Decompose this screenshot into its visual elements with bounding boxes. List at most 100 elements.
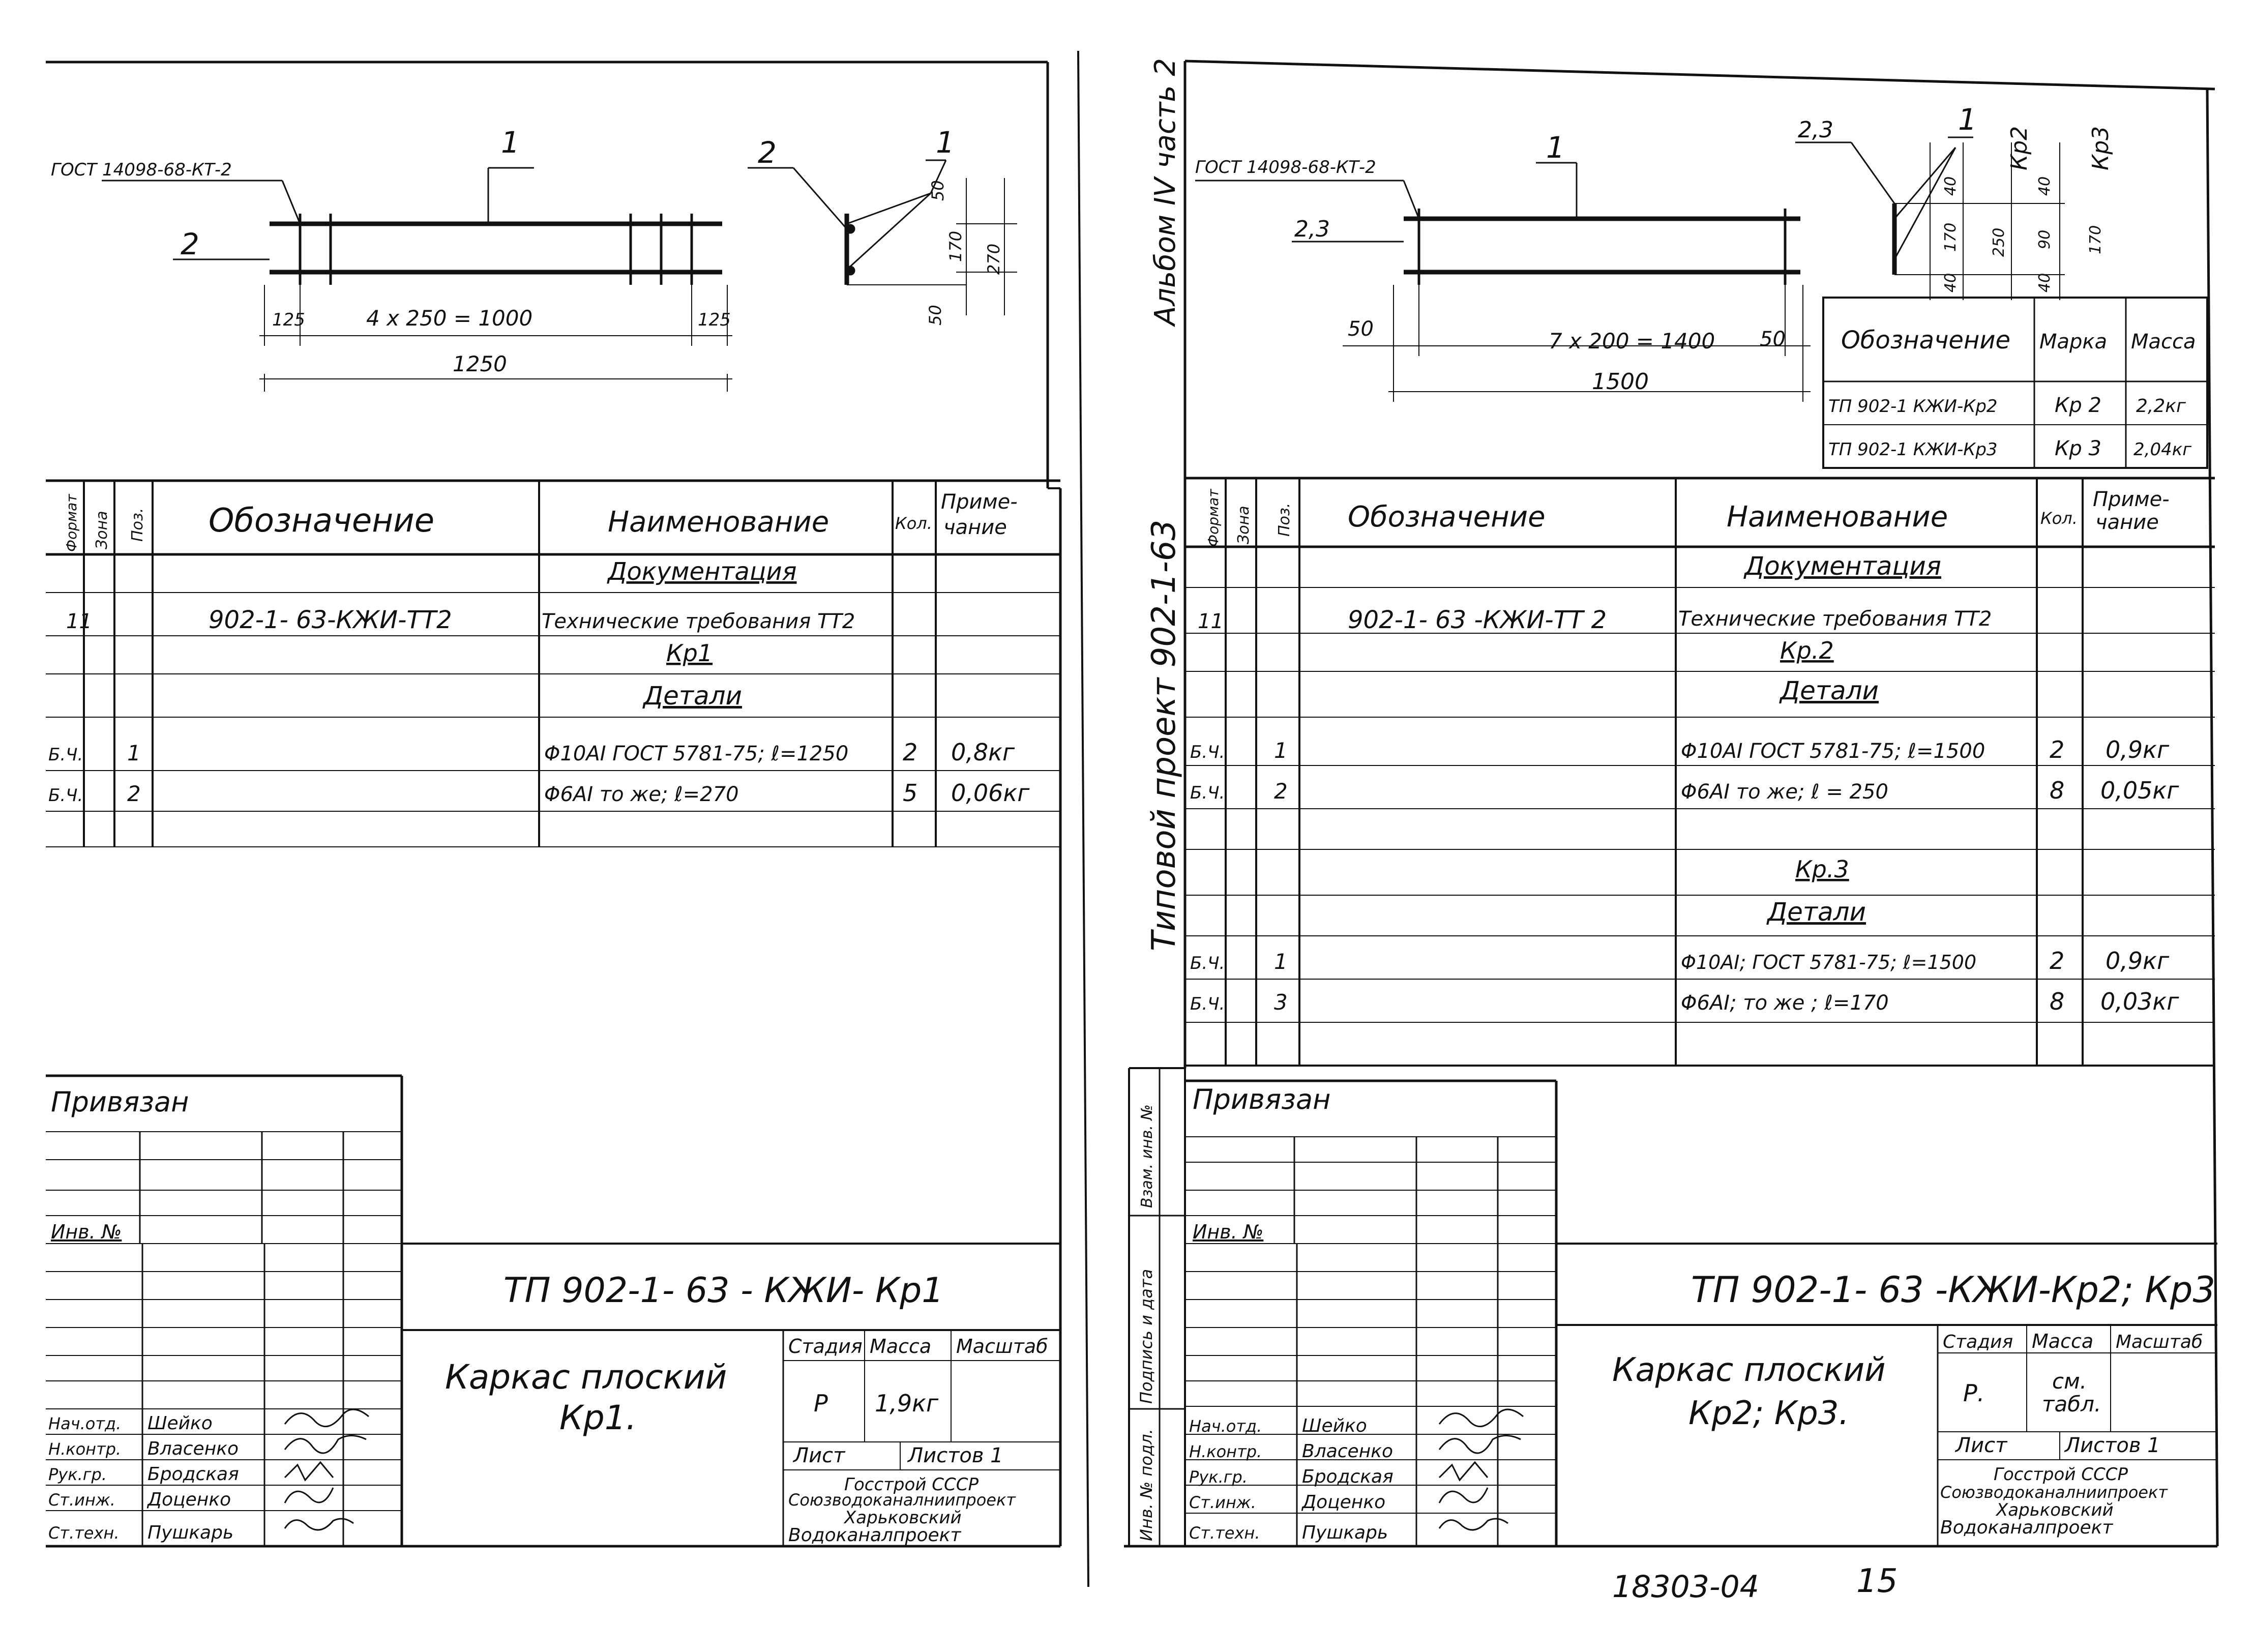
right-dim-spacing: 7 х 200 = 1400 — [1549, 329, 1715, 353]
left-privyazan: Привязан — [51, 1086, 189, 1118]
right-row3-name: Φ10АI; ГОСТ 5781-75; ℓ=1500 — [1681, 951, 1976, 973]
right-row4-pos: 3 — [1274, 990, 1288, 1015]
right-d250: 250 — [1990, 228, 2008, 257]
right-texts: Альбом IV часть 2 Типовой проект 902-1-6… — [1137, 58, 2215, 1605]
right-dim-50b: 50 — [1760, 328, 1786, 351]
right-row4-qty: 8 — [2050, 988, 2064, 1015]
right-dim-50a: 50 — [1348, 317, 1374, 341]
left-hdr-pos: Поз. — [129, 508, 146, 542]
left-person-2: Власенко — [147, 1438, 239, 1459]
right-side-label-3: Инв. № подл. — [1137, 1429, 1156, 1541]
left-stage-h: Стадия — [788, 1335, 863, 1358]
left-hdr-zone: Зона — [93, 511, 111, 549]
right-hdr-designation: Обозначение — [1348, 500, 1546, 534]
right-row1-pos: 1 — [1274, 738, 1288, 763]
right-row2-format: Б.Ч. — [1190, 783, 1225, 803]
left-row2-qty: 5 — [903, 779, 917, 807]
right-vertical-album: Альбом IV часть 2 — [1149, 58, 1182, 327]
right-mark1: Кр.2 — [1780, 637, 1834, 664]
right-row4-format: Б.Ч. — [1190, 994, 1225, 1014]
left-dim-170: 170 — [946, 231, 965, 262]
footer-number: 18303-04 — [1612, 1569, 1759, 1605]
right-kr3-label: Кр3 — [2088, 126, 2114, 170]
left-title-line1: Каркас плоский — [445, 1358, 727, 1397]
right-hdr-name: Наименование — [1727, 500, 1948, 534]
right-org3: Харьковский — [1995, 1500, 2114, 1520]
left-person-4: Доценко — [146, 1489, 231, 1510]
right-mass-2: табл. — [2042, 1392, 2101, 1417]
right-doc-designation: 902-1- 63 -КЖИ-ТТ 2 — [1348, 606, 1607, 634]
right-stage-h: Стадия — [1943, 1332, 2013, 1352]
right-role-4: Ст.инж. — [1189, 1493, 1256, 1512]
right-dim-total: 1500 — [1592, 369, 1649, 395]
left-row2-name: Φ6АI то же; ℓ=270 — [544, 783, 739, 806]
right-pos23-callout: 2,3 — [1294, 216, 1330, 242]
left-row2-format: Б.Ч. — [48, 785, 83, 806]
left-hdr-note-2: чание — [943, 516, 1007, 539]
right-person-4: Доценко — [1301, 1492, 1385, 1513]
left-title-line2: Кр1. — [559, 1398, 637, 1437]
right-role-1: Нач.отд. — [1189, 1417, 1262, 1436]
right-doc-format: 11 — [1198, 610, 1224, 633]
right-details1: Детали — [1779, 676, 1879, 705]
right-org4: Водоканалпроект — [1940, 1517, 2113, 1538]
left-scale-h: Масштаб — [956, 1335, 1048, 1358]
right-row1-name: Φ10АI ГОСТ 5781-75; ℓ=1500 — [1681, 740, 1985, 763]
right-hdr-pos: Поз. — [1276, 503, 1293, 537]
left-person-5: Пушкарь — [147, 1522, 233, 1543]
right-row2-note: 0,05кг — [2100, 777, 2179, 804]
left-mass-h: Масса — [870, 1335, 931, 1358]
right-person-5: Пушкарь — [1302, 1522, 1388, 1543]
left-doc-name: Технические требования ТТ2 — [542, 610, 855, 633]
left-details: Детали — [642, 681, 742, 711]
right-section-pos23: 2,3 — [1798, 117, 1833, 143]
right-mass-h: Масса — [2032, 1330, 2093, 1352]
right-person-1: Шейко — [1302, 1415, 1367, 1436]
right-mt-row1-mass: 2,2кг — [2136, 396, 2186, 417]
right-row1-note: 0,9кг — [2106, 736, 2170, 763]
right-mt-hdr-mass: Масса — [2131, 330, 2196, 353]
left-dim-125a: 125 — [272, 310, 305, 330]
right-mt-row2-mark: Кр 3 — [2055, 437, 2101, 460]
signatures — [284, 1408, 1524, 1531]
left-stage: Р — [814, 1390, 828, 1417]
left-row1-note: 0,8кг — [951, 739, 1015, 766]
right-d40b: 40 — [1942, 273, 1960, 292]
left-hdr-qty: Кол. — [895, 514, 932, 533]
left-row2-pos: 2 — [127, 781, 141, 806]
right-mt-hdr-mark: Марка — [2039, 330, 2107, 353]
left-role-5: Ст.техн. — [48, 1523, 120, 1543]
right-section-pos1: 1 — [1958, 102, 1977, 137]
left-dim-125b: 125 — [698, 310, 731, 330]
left-org4: Водоканалпроект — [788, 1525, 961, 1546]
left-person-3: Бродская — [147, 1464, 239, 1485]
right-hdr-note-1: Приме- — [2093, 488, 2170, 511]
left-dim-50a: 50 — [928, 180, 947, 201]
right-hdr-qty: Кол. — [2040, 509, 2078, 528]
right-org1: Госстрой СССР — [1994, 1464, 2128, 1485]
right-d170b: 170 — [2087, 225, 2104, 254]
right-role-3: Рук.гр. — [1189, 1467, 1248, 1487]
left-dim-spacing: 4 х 250 = 1000 — [366, 306, 532, 331]
left-row2-note: 0,06кг — [951, 779, 1030, 807]
left-sheet: Лист — [792, 1444, 846, 1467]
right-row1-qty: 2 — [2050, 736, 2064, 763]
right-row2-name: Φ6АI то же; ℓ = 250 — [1681, 780, 1888, 804]
left-hdr-note-1: Приме- — [941, 490, 1018, 514]
left-sheet — [46, 61, 1062, 1548]
left-doc-section: Документация — [607, 557, 797, 586]
right-details2: Детали — [1766, 897, 1866, 927]
right-sheets: Листов 1 — [2064, 1434, 2160, 1457]
right-side-label-2: Подпись и дата — [1137, 1269, 1156, 1404]
right-mt-row2-mass: 2,04кг — [2133, 439, 2192, 460]
left-hdr-format: Формат — [63, 494, 80, 552]
right-d170a: 170 — [1942, 223, 1960, 252]
right-row3-pos: 1 — [1274, 949, 1288, 974]
right-row2-qty: 8 — [2050, 777, 2064, 804]
left-pos1-callout: 1 — [501, 125, 520, 160]
left-row1-format: Б.Ч. — [48, 745, 83, 765]
right-row1-format: Б.Ч. — [1190, 742, 1225, 762]
right-d40d: 40 — [2036, 273, 2054, 292]
left-doc-format: 11 — [66, 610, 92, 633]
left-spec-row-1: Б.Ч. 1 Φ10АI ГОСТ 5781-75; ℓ=1250 2 0,8к… — [48, 739, 1015, 766]
